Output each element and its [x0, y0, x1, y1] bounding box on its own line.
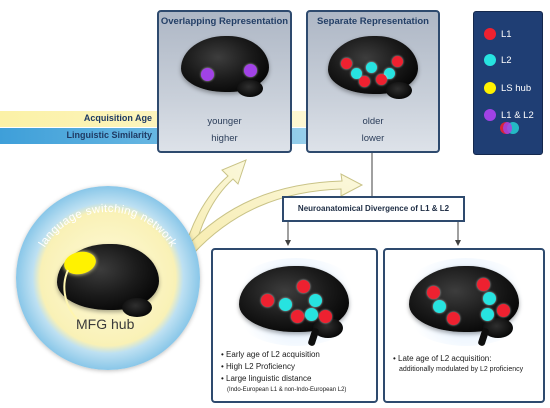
- bullet-late-age-text: Late age of L2 acquisition:: [398, 354, 492, 363]
- bullet-linguistic-distance: • Large linguistic distance: [221, 374, 312, 383]
- l1-marker: [497, 304, 510, 317]
- separate-representation-panel: Separate Representation older lower: [306, 10, 440, 153]
- l2-marker: [481, 308, 494, 321]
- network-arc-label-svg: language switching network: [37, 203, 178, 249]
- bullet-early-age: • Early age of L2 acquisition: [221, 350, 320, 359]
- bullet-late-age: • Late age of L2 acquisition:: [393, 354, 492, 363]
- l1-l2-legend-dot: [484, 109, 496, 121]
- arrow-to-separate: [184, 173, 364, 255]
- cerebellum-overlapping: [237, 80, 263, 97]
- divergence-title: Neuroanatomical Divergence of L1 & L2: [297, 204, 450, 213]
- similarity-higher: higher: [211, 133, 238, 144]
- acquisition-younger: younger: [207, 116, 242, 127]
- bullet-high-proficiency-text: High L2 Proficiency: [226, 362, 295, 371]
- overlapping-representation-panel: Overlapping Representation younger highe…: [157, 10, 292, 153]
- l1-marker: [392, 56, 403, 67]
- l2-marker: [279, 298, 292, 311]
- l2-legend-label: L2: [501, 55, 512, 66]
- l2-legend-dot: [484, 54, 496, 66]
- bullet-linguistic-distance-text: Large linguistic distance: [226, 374, 312, 383]
- acquisition-older: older: [362, 116, 384, 127]
- linguistic-similarity-label: Linguistic Similarity: [66, 130, 152, 140]
- cerebellum-network: [122, 298, 152, 317]
- late-acquisition-panel: • Late age of L2 acquisition: additional…: [383, 248, 545, 403]
- language-switching-network: language switching network MFG hub: [16, 186, 200, 370]
- ls-hub-legend-dot: [484, 82, 496, 94]
- l1-marker: [427, 286, 440, 299]
- hub-pointer-line: [63, 269, 79, 321]
- overlapping-title: Overlapping Representation: [160, 16, 289, 27]
- connector-arrowhead-left: [285, 240, 291, 246]
- l1-l2-legend-label: L1 & L2: [501, 110, 534, 121]
- cerebellum-late: [483, 318, 513, 338]
- connector-arrowhead-right: [455, 240, 461, 246]
- l1-marker: [341, 58, 352, 69]
- acquisition-age-label: Acquisition Age: [83, 113, 152, 123]
- cerebellum-separate: [386, 82, 412, 99]
- l1-marker: [261, 294, 274, 307]
- similarity-lower: lower: [361, 133, 385, 144]
- divergence-title-box: Neuroanatomical Divergence of L1 & L2: [282, 196, 465, 222]
- l2-marker: [351, 68, 362, 79]
- mfg-hub-label: MFG hub: [76, 316, 135, 332]
- ls-hub-legend-label: LS hub: [501, 83, 532, 94]
- bullet-note-proficiency: additionally modulated by L2 proficiency: [399, 366, 524, 373]
- l2-marker: [366, 62, 377, 73]
- l1-l2-overlap-icon: [500, 122, 522, 134]
- early-acquisition-panel: • Early age of L2 acquisition • High L2 …: [211, 248, 378, 403]
- l2-marker: [433, 300, 446, 313]
- l1-marker: [447, 312, 460, 325]
- legend: L1 L2 LS hub L1 & L2: [473, 11, 543, 155]
- l1-marker: [291, 310, 304, 323]
- l2-marker: [305, 308, 318, 321]
- l1-marker: [297, 280, 310, 293]
- cerebellum-early: [313, 318, 343, 338]
- separate-title: Separate Representation: [317, 16, 429, 27]
- l1-l2-marker: [244, 64, 257, 77]
- l2-marker: [384, 68, 395, 79]
- bullet-early-age-text: Early age of L2 acquisition: [226, 350, 320, 359]
- l2-marker: [483, 292, 496, 305]
- l1-marker: [359, 76, 370, 87]
- l1-l2-marker: [201, 68, 214, 81]
- l1-marker: [376, 74, 387, 85]
- l1-legend-label: L1: [501, 29, 512, 40]
- l1-marker: [477, 278, 490, 291]
- bullet-note-indo-european: (Indo-European L1 & non-Indo-European L2…: [227, 387, 347, 393]
- l2-marker: [309, 294, 322, 307]
- l1-legend-dot: [484, 28, 496, 40]
- l1-marker: [319, 310, 332, 323]
- bullet-high-proficiency: • High L2 Proficiency: [221, 362, 295, 371]
